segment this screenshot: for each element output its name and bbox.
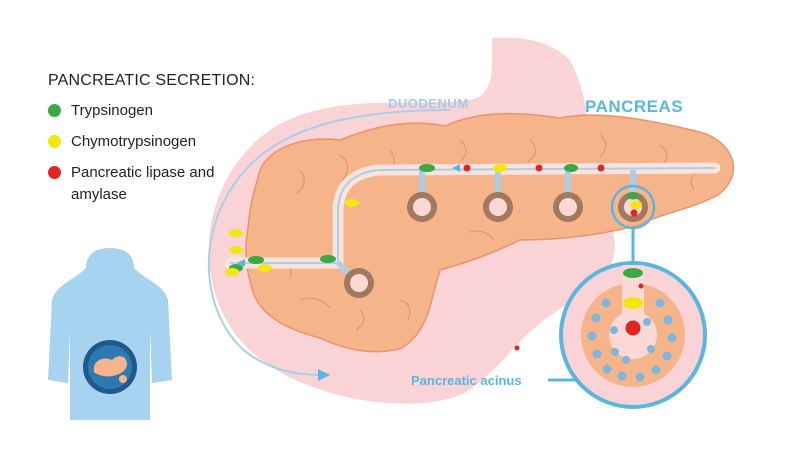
legend: PANCREATIC SECRETION: Trypsinogen Chymot… xyxy=(48,72,255,215)
legend-item-label: Chymotrypsinogen xyxy=(71,133,197,150)
green-dot-icon xyxy=(48,104,61,117)
acinus-mark xyxy=(407,192,437,222)
duct-system xyxy=(224,162,721,283)
legend-item-trypsinogen: Trypsinogen xyxy=(48,100,255,122)
granule-yellow xyxy=(225,164,643,309)
acinus-mark xyxy=(344,268,374,298)
pancreatic-acinus-label: Pancreatic acinus xyxy=(411,373,522,388)
red-dot-icon xyxy=(48,166,61,179)
duodenum-label: DUODENUM xyxy=(388,96,469,111)
granule-red xyxy=(463,164,644,351)
duct-arrow xyxy=(237,164,460,267)
legend-item-label: Pancreatic lipase and amylase xyxy=(71,164,215,203)
body-figure xyxy=(48,248,172,420)
yellow-dot-icon xyxy=(48,135,61,148)
legend-item-lipase-amylase: Pancreatic lipase and amylase xyxy=(48,162,255,206)
acinus-cells xyxy=(587,298,677,382)
pancreas-label: PANCREAS xyxy=(585,97,684,116)
legend-item-label: Trypsinogen xyxy=(71,102,153,119)
duodenum-flow-arrow xyxy=(207,109,451,381)
acinus-mark xyxy=(553,192,583,222)
legend-item-chymotrypsinogen: Chymotrypsinogen xyxy=(48,131,255,153)
acinus-mark xyxy=(483,192,513,222)
legend-title: PANCREATIC SECRETION: xyxy=(48,72,256,89)
granule-green xyxy=(229,164,643,278)
